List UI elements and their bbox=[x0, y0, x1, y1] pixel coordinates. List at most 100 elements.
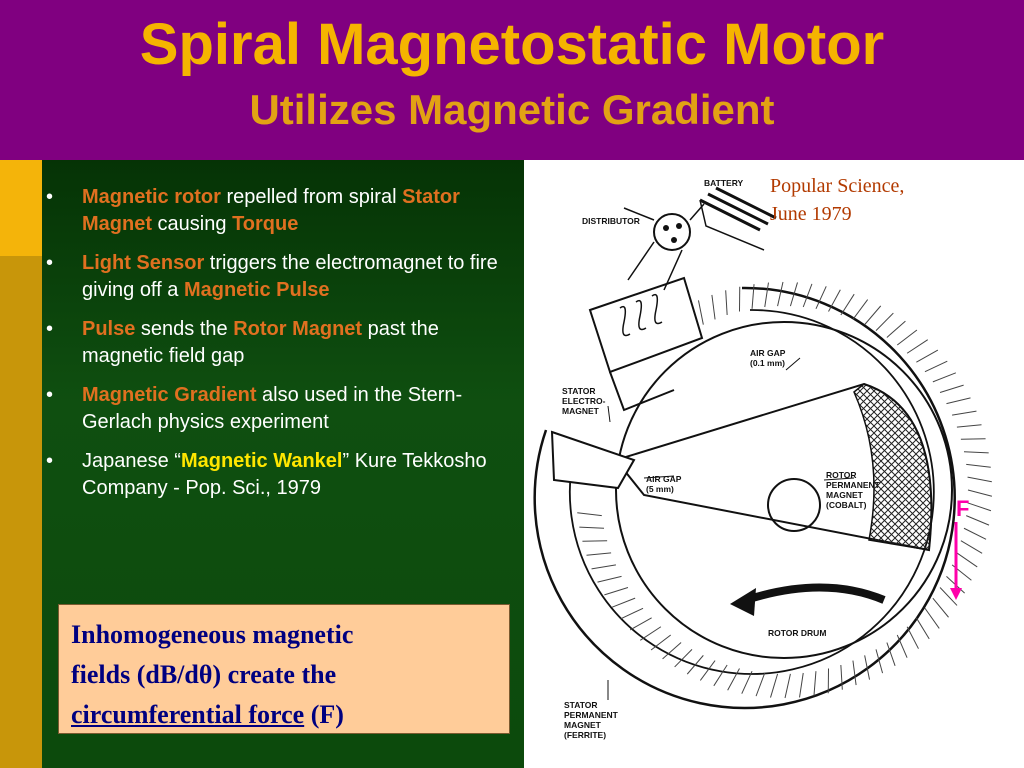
bullet-text: ” Kure Tekkosho Company - Pop. Sci., 197… bbox=[82, 450, 487, 499]
label-stator-permanent: (FERRITE) bbox=[564, 730, 606, 740]
label-air-gap-left-size: (5 mm) bbox=[646, 484, 674, 494]
ring-hatch-line bbox=[906, 339, 929, 354]
ring-hatch-line bbox=[713, 664, 728, 687]
bullet-dot: • bbox=[46, 318, 54, 340]
ring-hatch-line bbox=[915, 617, 930, 640]
ring-hatch-line bbox=[896, 329, 918, 346]
ring-hatch-line bbox=[864, 305, 882, 325]
leader-lines bbox=[607, 357, 855, 700]
ring-hatch-line bbox=[932, 372, 957, 383]
bullet-dot: • bbox=[46, 252, 54, 274]
ring-hatch-line bbox=[886, 320, 906, 338]
ring-hatch-line bbox=[799, 672, 804, 698]
label-rotor-magnet: PERMANENT bbox=[826, 480, 881, 490]
bullet-item: •Magnetic rotor repelled from spiral Sta… bbox=[42, 184, 522, 238]
highlight-text: Torque bbox=[232, 213, 299, 235]
ring-hatch-line bbox=[699, 660, 716, 681]
rotor-drum bbox=[615, 321, 953, 659]
ring-hatch-line bbox=[751, 284, 755, 309]
ring-hatch-line bbox=[932, 597, 949, 618]
ring-hatch-line bbox=[784, 673, 791, 699]
credit-line: Popular Science, bbox=[770, 175, 905, 197]
label-stator-electro: MAGNET bbox=[562, 406, 600, 416]
slide-title: Spiral Magnetostatic Motor bbox=[139, 12, 885, 77]
ring-hatch-line bbox=[727, 668, 740, 691]
ring-hatch-line bbox=[916, 349, 939, 363]
stator-permanent-magnet-ring bbox=[533, 281, 993, 710]
ring-hatch-line bbox=[963, 527, 987, 540]
bullet-item: • Japanese “Magnetic Wankel” Kure Tekkosh… bbox=[42, 448, 522, 502]
slide-header: Spiral Magnetostatic Motor Utilizes Magn… bbox=[0, 0, 1024, 160]
highlight-text: Light Sensor bbox=[82, 252, 205, 274]
ring-hatch-line bbox=[697, 300, 704, 325]
rotor-shaft bbox=[767, 478, 821, 532]
bullet-item: •Pulse sends the Rotor Magnet past the m… bbox=[42, 316, 522, 370]
highlight-text: Magnetic Gradient bbox=[82, 384, 257, 406]
force-arrow-head bbox=[950, 588, 962, 600]
ring-hatch-line bbox=[852, 660, 857, 686]
ring-hatch-line bbox=[815, 286, 827, 310]
ring-hatch-line bbox=[755, 672, 766, 697]
ring-hatch-line bbox=[725, 290, 728, 316]
wires bbox=[623, 203, 705, 291]
ring-hatch-line bbox=[611, 597, 636, 608]
bullet-dot: • bbox=[46, 450, 54, 472]
ring-hatch-line bbox=[686, 655, 704, 675]
ring-hatch-line bbox=[967, 476, 992, 483]
bullet-item: • Light Sensor triggers the electromagnet… bbox=[42, 250, 522, 304]
ring-hatch-line bbox=[840, 293, 855, 316]
ring-hatch-line bbox=[741, 670, 753, 694]
slide-subtitle: Utilizes Magnetic Gradient bbox=[249, 86, 775, 133]
ring-hatch-line bbox=[852, 299, 869, 320]
label-stator-electro: STATOR bbox=[562, 386, 596, 396]
ring-hatch-line bbox=[906, 626, 919, 649]
ring-hatch-line bbox=[711, 294, 716, 320]
ring-hatch-line bbox=[597, 575, 622, 583]
highlight-text: Stator Magnet bbox=[82, 186, 460, 235]
bullet-text: Japanese “ bbox=[82, 450, 181, 472]
ring-hatch-line bbox=[789, 282, 798, 307]
stator-pole bbox=[550, 430, 636, 490]
ring-hatch-line bbox=[960, 438, 986, 440]
label-air-gap-left: AIR GAP bbox=[646, 474, 682, 484]
ring-hatch-line bbox=[960, 540, 983, 554]
ring-hatch-line bbox=[939, 587, 958, 606]
sidebar-accent-top bbox=[0, 160, 42, 256]
ring-hatch-line bbox=[639, 626, 662, 641]
label-rotor-magnet: ROTOR bbox=[826, 470, 857, 480]
ring-hatch-line bbox=[620, 607, 644, 620]
ring-hatch-line bbox=[770, 673, 779, 698]
callout-underlined: circumferential force bbox=[71, 700, 305, 729]
ring-hatch-line bbox=[579, 526, 605, 529]
ring-hatch-line bbox=[963, 451, 989, 454]
ring-hatch-line bbox=[967, 502, 992, 512]
ring-hatch-line bbox=[828, 289, 841, 312]
label-battery: BATTERY bbox=[704, 178, 744, 188]
ring-hatch-line bbox=[840, 664, 843, 690]
bullet-text: triggers the electromagnet to fire givin… bbox=[82, 252, 498, 301]
highlight-text: Magnetic rotor bbox=[82, 186, 221, 208]
label-air-gap-top-size: (0.1 mm) bbox=[750, 358, 785, 368]
ring-hatch-line bbox=[946, 397, 971, 405]
highlight-text: Magnetic Pulse bbox=[183, 279, 330, 301]
ring-hatch-line bbox=[591, 564, 616, 570]
highlight-text: Magnetic Wankel bbox=[180, 450, 343, 472]
ring-hatch-line bbox=[674, 648, 693, 668]
bullet-dot: • bbox=[46, 384, 54, 406]
ring-hatch-line bbox=[956, 424, 982, 428]
ring-hatch-line bbox=[662, 642, 682, 660]
ring-hatch-line bbox=[604, 587, 629, 596]
source-credit: Popular Science, June 1979 bbox=[770, 172, 904, 228]
ring-hatch-line bbox=[586, 552, 612, 556]
ring-hatch-line bbox=[629, 617, 652, 631]
ring-hatch-line bbox=[966, 463, 991, 468]
ring-hatch-line bbox=[886, 642, 896, 667]
ring-hatch-line bbox=[802, 283, 813, 308]
distributor bbox=[653, 213, 691, 251]
ring-hatch-line bbox=[582, 540, 608, 542]
ring-hatch-line bbox=[966, 515, 990, 526]
ring-hatch-line bbox=[875, 312, 894, 332]
ring-hatch-line bbox=[952, 410, 977, 416]
sidebar-accent-bottom bbox=[0, 256, 42, 768]
ring-hatch-line bbox=[924, 360, 948, 373]
